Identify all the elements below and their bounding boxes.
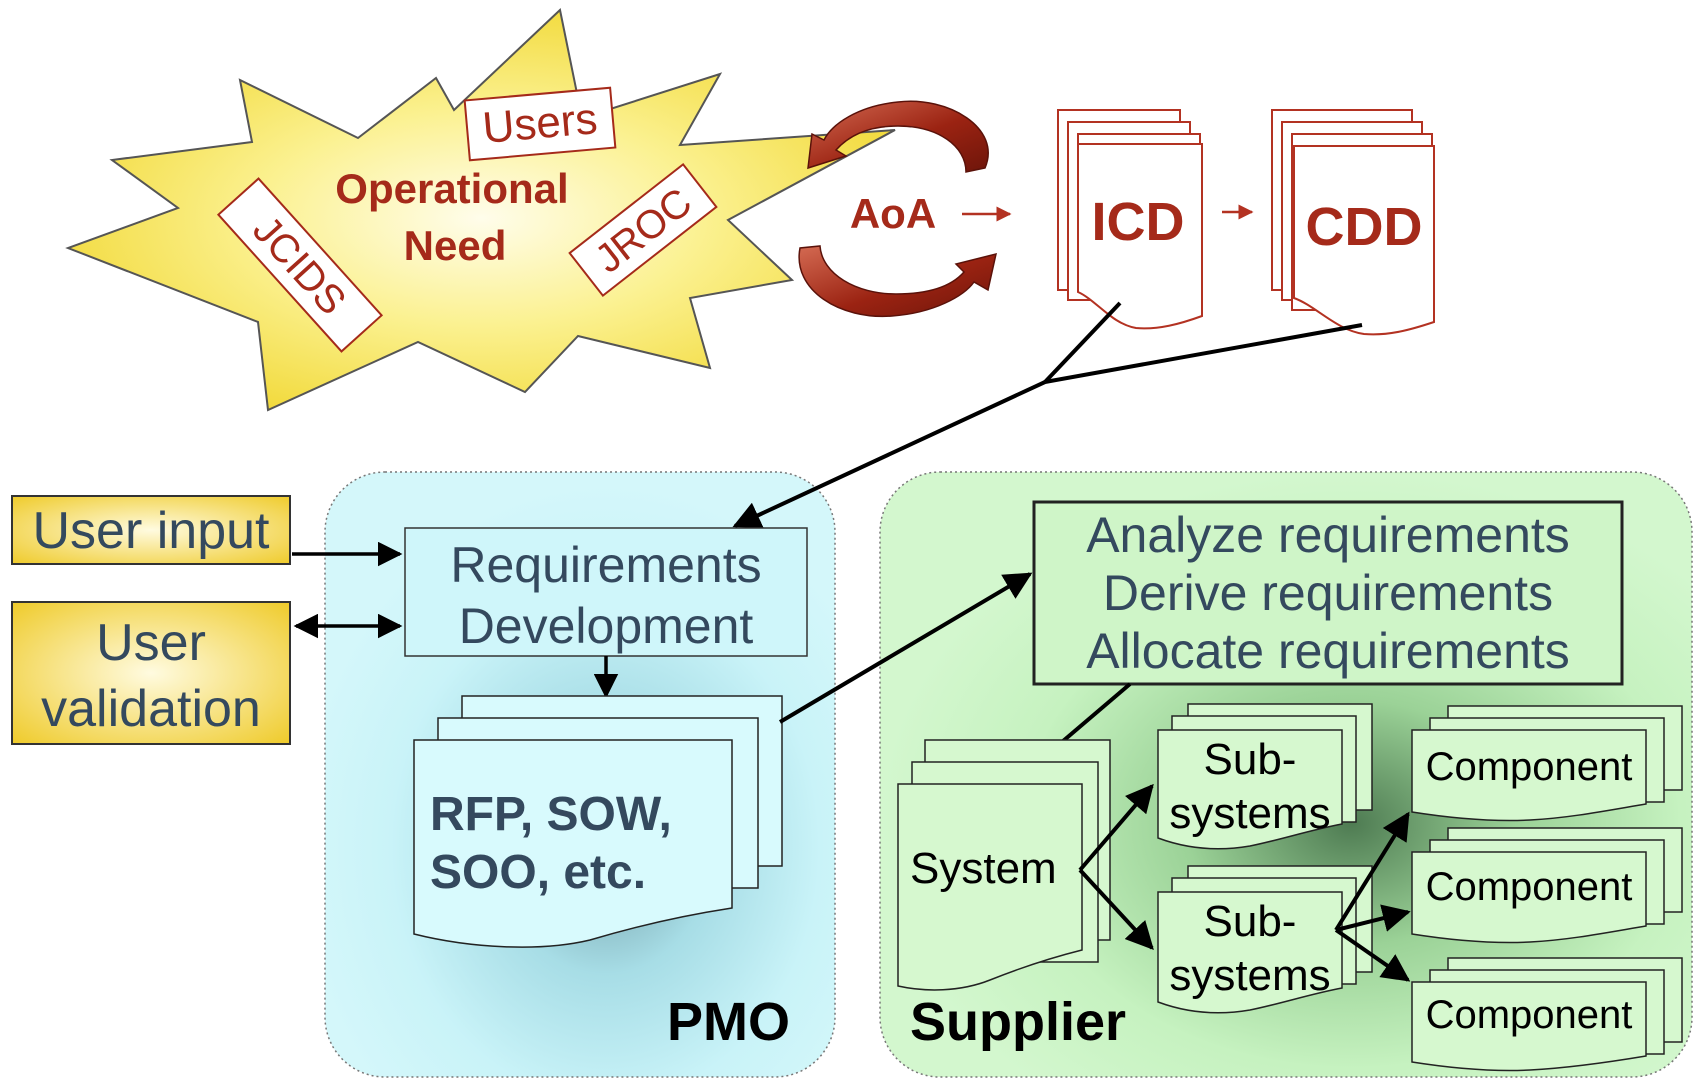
- requirements-development-line1: Requirements: [450, 537, 761, 593]
- rfp-to-analyze-arrow: [778, 572, 1033, 724]
- cycle-arrow-bottom: [798, 245, 997, 318]
- component-2-label: Component: [1426, 865, 1633, 909]
- operational-need-title-line2: Need: [404, 222, 507, 269]
- user-validation-box: User validation: [11, 601, 291, 745]
- user-validation-label-line2: validation: [41, 680, 261, 738]
- subsystems-2-line2: systems: [1169, 951, 1330, 1000]
- system-to-subsystems-2-arrow: [1078, 868, 1154, 951]
- subsystems-stack-2: Sub- systems: [1157, 865, 1373, 1014]
- aoa-cycle: AoA: [798, 100, 1012, 318]
- system-to-subsystems-1-arrow: [1078, 783, 1154, 872]
- subsystems-1-line2: systems: [1169, 789, 1330, 838]
- burst-shape: [65, 8, 896, 412]
- requirements-development-box: Requirements Development: [404, 527, 808, 657]
- operational-need-title-line1: Operational: [335, 165, 568, 212]
- cycle-arrow-top: [807, 100, 989, 173]
- allocate-requirements-text: Allocate requirements: [1086, 623, 1570, 679]
- pmo-label: PMO: [667, 992, 790, 1052]
- rfp-sow-line2: SOO, etc.: [430, 846, 646, 899]
- subsystems-1-line1: Sub-: [1204, 735, 1297, 784]
- component-stack-3: Component: [1411, 957, 1683, 1072]
- analyze-requirements-box: Analyze requirements Derive requirements…: [1032, 500, 1624, 686]
- system-label: System: [910, 844, 1057, 893]
- component-1-label: Component: [1426, 745, 1633, 789]
- system-document-stack: System: [897, 739, 1111, 991]
- user-input-label: User input: [33, 502, 271, 560]
- analyze-requirements-text: Analyze requirements: [1086, 507, 1570, 563]
- requirements-development-line2: Development: [459, 598, 754, 654]
- operational-need-burst: Users JCIDS JROC Operational Need: [65, 8, 896, 412]
- derive-requirements-text: Derive requirements: [1103, 565, 1553, 621]
- rfp-sow-line1: RFP, SOW,: [430, 788, 672, 841]
- user-validation-label-line1: User: [96, 614, 206, 672]
- icd-label: ICD: [1092, 192, 1185, 252]
- rfp-sow-document-stack: RFP, SOW, SOO, etc.: [413, 695, 783, 948]
- cdd-document-stack: CDD: [1271, 109, 1435, 336]
- component-stack-2: Component: [1411, 827, 1683, 944]
- component-3-label: Component: [1426, 993, 1633, 1037]
- icd-cdd-to-requirements-connector: [732, 301, 1363, 529]
- cdd-label: CDD: [1306, 197, 1423, 257]
- subsystems-to-component-3-arrow: [1334, 928, 1411, 982]
- icd-document-stack: ICD: [1057, 109, 1203, 330]
- subsystems-to-component-2-arrow: [1335, 904, 1411, 932]
- component-stack-1: Component: [1411, 705, 1683, 822]
- aoa-label: AoA: [850, 190, 936, 237]
- supplier-label: Supplier: [910, 992, 1126, 1052]
- subsystems-2-line1: Sub-: [1204, 897, 1297, 946]
- subsystems-to-component-1-arrow: [1334, 811, 1410, 932]
- users-tag: Users: [463, 86, 617, 162]
- subsystems-stack-1: Sub- systems: [1157, 703, 1373, 850]
- users-tag-label: Users: [481, 94, 600, 153]
- user-input-box: User input: [11, 495, 291, 565]
